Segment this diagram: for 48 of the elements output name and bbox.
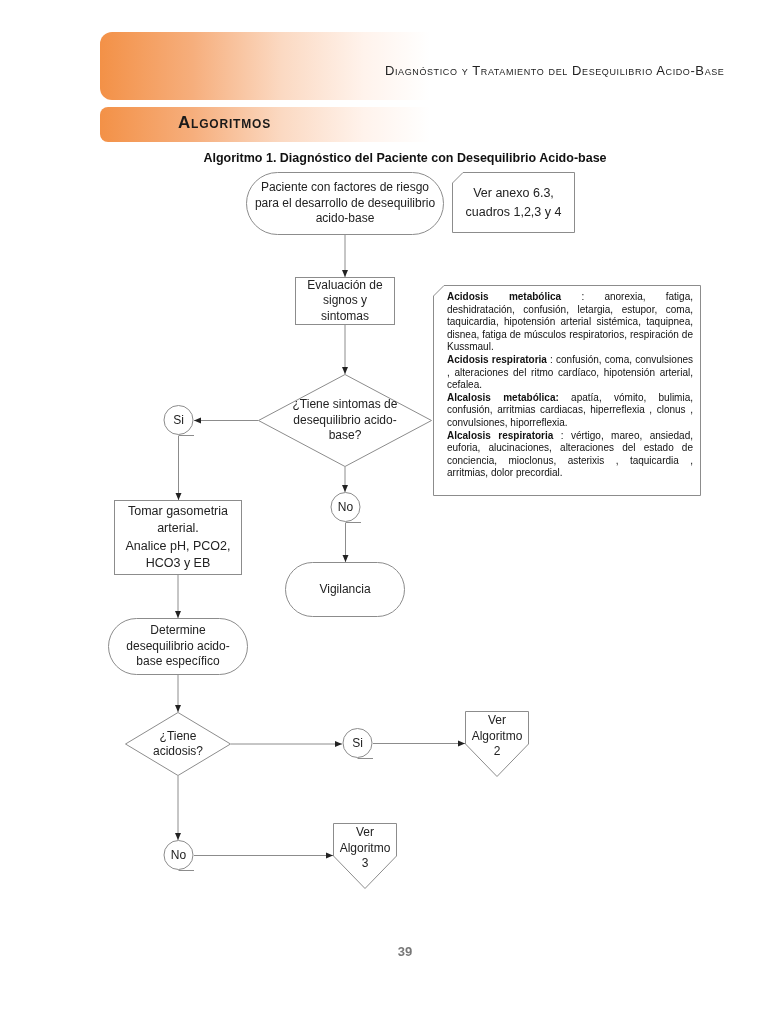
- diagram-title: Algoritmo 1. Diagnóstico del Paciente con Desequilibrio Acido-base: [202, 151, 608, 165]
- decision-diamond: [125, 712, 231, 776]
- note-box: [433, 285, 701, 496]
- step-text: Paciente con factores de riesgo para el desarrollo de desequilibrio acido-base: [253, 180, 437, 227]
- step-text: Vigilancia: [318, 581, 372, 598]
- arrow: [342, 234, 348, 278]
- answer-text: Si: [173, 412, 184, 429]
- arrow: [342, 466, 348, 493]
- arrow: [175, 775, 181, 841]
- step-text: Analice pH, PCO2, HCO3 y EB: [124, 537, 232, 572]
- arrow: [175, 674, 181, 713]
- arrow: [175, 574, 181, 619]
- arrow: [342, 324, 348, 375]
- step-text: Determine desequilibrio acido-base específico: [125, 623, 231, 670]
- arrow: [342, 522, 349, 563]
- reference-text: Ver Algoritmo 3: [338, 825, 392, 872]
- process-box: [295, 277, 395, 325]
- note-paragraph: Acidosis respiratoria : confusión, coma, convulsiones , alteraciones del ritmo cardíaco, hipotensión arterial, cefalea.: [447, 353, 693, 392]
- note-paragraph: Alcalosis metabólica: apatía, vómito, bulimia, confusión, arritmias cardiacas, hiperreflexia , clonus , convulsiones, hiporreflexia.: [447, 391, 693, 430]
- section-heading: Algoritmos: [178, 113, 271, 133]
- note-box: [452, 172, 575, 233]
- page-number: 39: [396, 944, 414, 959]
- answer-text: No: [170, 847, 187, 864]
- running-header: Diagnóstico y Tratamiento del Desequilibrio Acido-Base: [385, 63, 725, 78]
- terminal-box: [108, 618, 248, 675]
- question-text: ¿Tiene sintomas de desequilibrio acido-base?: [291, 397, 399, 444]
- process-box: [114, 500, 242, 575]
- note-paragraph: Alcalosis respiratoria : vértigo, mareo, ansiedad, euforia, alucinaciones, alteraciones del estado de conciencia, mioclonus, asterixis , taquicardia , arritmias, dolor precordial.: [447, 429, 693, 480]
- arrow: [175, 435, 182, 501]
- note-text: Ver anexo 6.3, cuadros 1,2,3 y 4: [464, 184, 563, 221]
- arrow: [372, 740, 466, 747]
- offpage-connector: [465, 711, 529, 777]
- answer-text: Si: [352, 735, 363, 752]
- connector-circle: [342, 728, 373, 759]
- offpage-connector: [333, 823, 397, 889]
- connector-circle: [163, 405, 194, 436]
- reference-text: Ver Algoritmo 2: [470, 713, 524, 760]
- step-text: Tomar gasometria arterial.: [126, 502, 229, 537]
- connector-circle: [163, 840, 194, 871]
- note-paragraph: Acidosis metabólica : anorexia, fatiga, deshidratación, confusión, letargia, estupor, coma, taquicardia, hipotensión arterial sistémica, taquipnea, disnea, fatiga de músculos respiratorios, respiración de Kussmaul.: [447, 291, 693, 354]
- step-text: Evaluación de signos y sintomas: [306, 277, 384, 325]
- connector-circle: [330, 492, 361, 523]
- answer-text: No: [337, 499, 354, 516]
- decision-diamond: [258, 374, 432, 467]
- arrow: [230, 741, 343, 747]
- arrow: [193, 852, 334, 859]
- arrow: [193, 417, 259, 424]
- question-text: ¿Tiene acidosis?: [152, 728, 204, 760]
